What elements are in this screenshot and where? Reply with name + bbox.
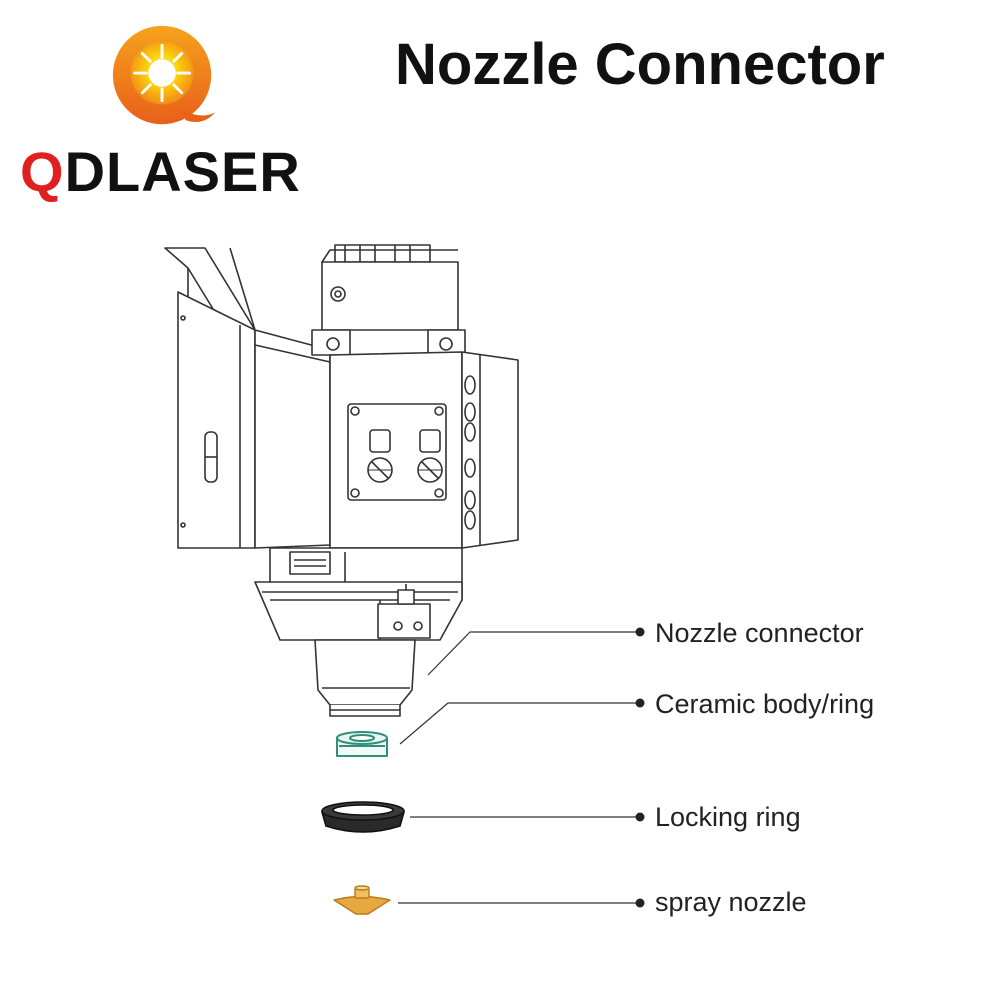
leader-dots	[635, 627, 645, 908]
brand-name-rest: DLASER	[64, 140, 301, 203]
leader-ceramic-ring	[399, 702, 640, 745]
leader-lines	[398, 631, 640, 904]
ceramic-ring-part	[336, 731, 388, 757]
right-side-block	[461, 351, 519, 549]
brand-name: QDLASER	[20, 140, 301, 204]
nozzle-connector-part	[314, 639, 416, 717]
top-block	[311, 244, 466, 356]
page-title: Nozzle Connector	[395, 32, 885, 97]
locking-ring-part	[321, 801, 405, 833]
callout-locking-ring: Locking ring	[655, 802, 801, 832]
front-face	[329, 351, 463, 549]
callout-ceramic-body-ring: Ceramic body/ring	[655, 689, 875, 719]
leader-nozzle-connector	[427, 631, 640, 676]
middle-body	[254, 329, 331, 549]
tapered-collar	[254, 581, 463, 641]
brand-name-q: Q	[20, 140, 65, 203]
callout-spray-nozzle: spray nozzle	[655, 887, 807, 917]
spray-nozzle-part	[333, 885, 391, 915]
callout-nozzle-connector: Nozzle connector	[655, 618, 864, 648]
qd-sun-logo-icon	[112, 25, 216, 125]
